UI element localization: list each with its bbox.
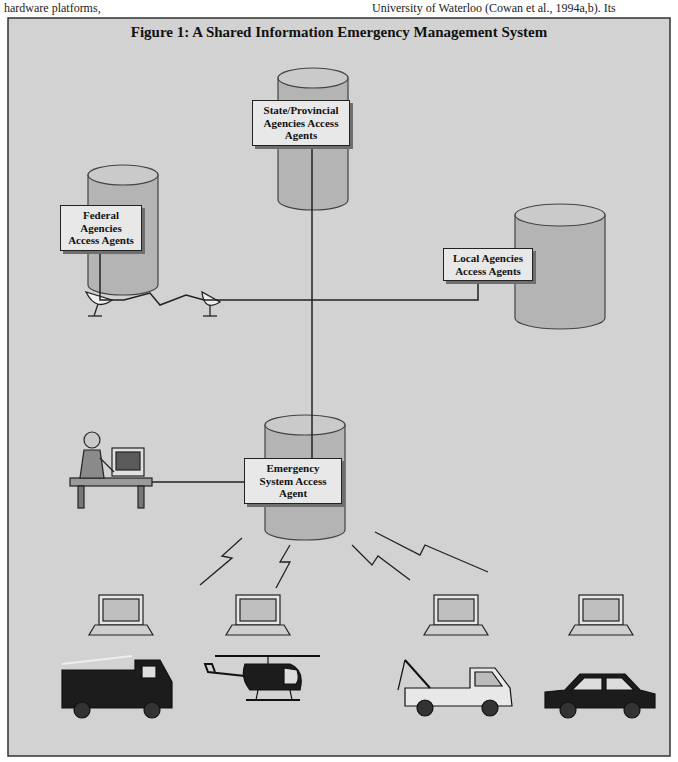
- agent-label: Emergency System Access Agent: [249, 462, 337, 500]
- operator-workstation: [70, 432, 244, 508]
- access-agent-box: State/Provincial Agencies Access Agents: [252, 100, 350, 146]
- database-cylinders: [88, 68, 605, 540]
- access-agent-box: Local Agencies Access Agents: [443, 248, 533, 281]
- agent-label: Local Agencies Access Agents: [448, 252, 528, 277]
- laptops: [89, 595, 633, 635]
- figure-frame: [8, 18, 670, 756]
- running-text: University of Waterloo (Cowan et al., 19…: [372, 1, 616, 16]
- access-agent-box: Emergency System Access Agent: [244, 458, 342, 504]
- network-link: [311, 146, 313, 458]
- running-text: hardware platforms,: [4, 1, 101, 16]
- wireless-links: [200, 532, 488, 588]
- access-agent-box: Federal Agencies Access Agents: [60, 205, 142, 251]
- network-link: [100, 251, 478, 305]
- figure-title: Figure 1: A Shared Information Emergency…: [8, 24, 670, 41]
- agent-label: Federal Agencies Access Agents: [65, 209, 137, 247]
- vehicles: [62, 656, 655, 718]
- agent-label: State/Provincial Agencies Access Agents: [257, 104, 345, 142]
